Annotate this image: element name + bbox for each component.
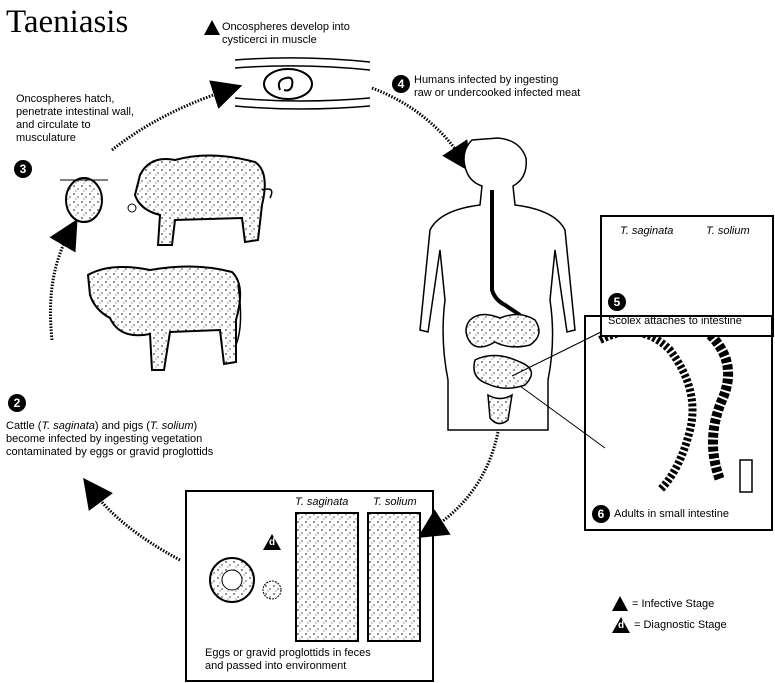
stage-6-label: Adults in small intestine (614, 508, 729, 521)
scolex-species-a: T. saginata (620, 225, 673, 238)
legend-infective: = Infective Stage (612, 596, 727, 611)
cow-illustration (88, 266, 241, 370)
stage-2-number: 2 (8, 394, 26, 412)
human-silhouette (420, 138, 575, 430)
stage-5-number: 5 (608, 293, 626, 311)
infective-stage-icon (612, 596, 628, 611)
stage-3-label: Oncospheres hatch, penetrate intestinal … (16, 93, 146, 145)
scolex-species-b: T. solium (706, 225, 750, 238)
oncosphere-illustration (60, 178, 108, 222)
stage-1-label: Oncospheres develop into cysticerci in m… (222, 21, 382, 47)
stage-4-label: Humans infected by ingestingraw or under… (414, 74, 580, 100)
muscle-cysticercus-illustration (235, 58, 370, 109)
eggs-box: T. saginata T. solium d Eggs or gravid p… (185, 490, 434, 682)
proglottid-species-b: T. solium (373, 496, 417, 509)
arrow-2-to-3 (50, 232, 70, 340)
legend-diagnostic: d = Diagnostic Stage (612, 617, 727, 633)
pig-illustration (128, 155, 272, 245)
diagnostic-stage-icon: d (263, 534, 281, 550)
diagnostic-stage-icon: d (612, 617, 630, 633)
stage-2-label: Cattle (T. saginata) and pigs (T. solium… (6, 420, 306, 459)
eggs-label: Eggs or gravid proglottids in fecesand p… (205, 647, 371, 673)
adults-box: 6 Adults in small intestine (584, 315, 773, 531)
legend: = Infective Stage d = Diagnostic Stage (612, 596, 727, 633)
arrow-human-to-eggs (430, 432, 498, 530)
stage-4-number: 4 (392, 75, 410, 93)
arrow-eggs-to-2 (92, 490, 180, 560)
stage-6-number: 6 (592, 505, 610, 523)
infective-stage-icon (204, 20, 220, 35)
proglottid-species-a: T. saginata (295, 496, 348, 509)
stage-3-number: 3 (14, 160, 32, 178)
